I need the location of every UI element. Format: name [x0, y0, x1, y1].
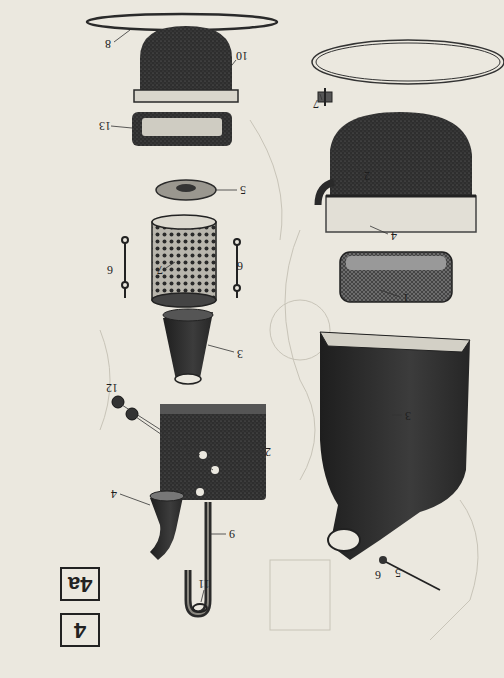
- nut-12: [112, 396, 124, 408]
- leader-lines: [111, 30, 402, 602]
- callout-number: 4: [111, 488, 117, 500]
- callout-number: 2: [364, 170, 370, 182]
- callout-number: 3: [237, 348, 243, 360]
- frame-13: [132, 112, 232, 146]
- callout-number: 4: [391, 230, 397, 242]
- figure-number: 4a: [68, 573, 92, 595]
- funnel-3: [163, 312, 213, 380]
- filter-7: [152, 222, 216, 300]
- figure-4: [312, 40, 504, 590]
- cap-2: [330, 112, 472, 196]
- gasket-4: [326, 196, 476, 232]
- callout-number: 6: [375, 569, 381, 581]
- callout-number: 13: [99, 120, 111, 132]
- callout-number: 7: [313, 98, 319, 110]
- body-3: [320, 332, 470, 560]
- box-2: [160, 404, 266, 500]
- element-1: [340, 252, 452, 302]
- pipe-4: [150, 492, 184, 560]
- callout-number: 2: [265, 446, 271, 458]
- figure-number-box: 4a: [60, 567, 100, 601]
- callout-number: 12: [106, 382, 118, 394]
- callout-number: 9: [229, 528, 235, 540]
- callout-number: 7: [157, 264, 163, 276]
- callout-number: 11: [198, 578, 210, 590]
- callout-number: 10: [236, 50, 248, 62]
- figure-4a: [87, 14, 277, 614]
- cover-10: [140, 26, 232, 96]
- callout-number: 5: [240, 184, 246, 196]
- ring-11: [193, 604, 207, 612]
- figure-number: 4: [74, 619, 86, 641]
- disc-5: [156, 180, 216, 200]
- screw-5: [386, 562, 440, 590]
- callout-number: 3: [405, 410, 411, 422]
- strap-7: [312, 40, 504, 84]
- callout-number: 6: [107, 264, 113, 276]
- tube-9: [188, 502, 208, 614]
- callout-number: 1: [403, 292, 409, 304]
- callout-number: 5: [395, 567, 401, 579]
- callout-number: 8: [105, 38, 111, 50]
- figure-number-box: 4: [60, 613, 100, 647]
- callout-number: 6: [237, 260, 243, 272]
- background-sketch: [100, 120, 478, 640]
